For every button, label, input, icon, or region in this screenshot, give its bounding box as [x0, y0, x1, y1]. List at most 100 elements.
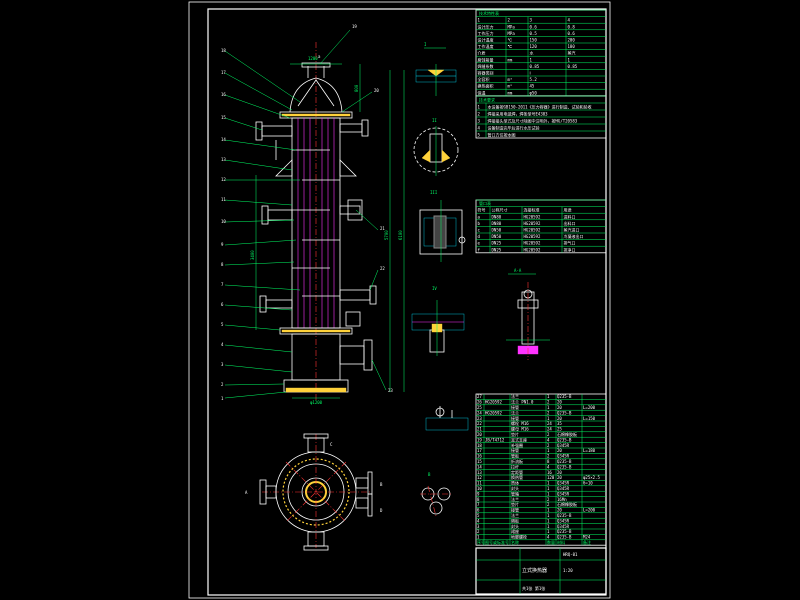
parts-cell-text: 20 [557, 508, 562, 513]
support-detail [425, 406, 469, 431]
parts-cell-text: 2 [547, 502, 550, 507]
parts-cell-text: 法兰 [511, 512, 519, 518]
parts-header-text: 备注 [583, 539, 591, 545]
parts-cell-text: 20 [557, 405, 562, 410]
parts-cell-text: 4 [547, 437, 550, 442]
part-label: 18 [221, 48, 226, 53]
table-cell-text: HG20592 [524, 214, 541, 219]
table-cell-text: 工作温度 [478, 43, 494, 49]
table-cell-text: 连接标准 [524, 207, 540, 213]
table-cell-text: HG20592 [524, 221, 541, 226]
parts-cell-text: 螺栓 M16 [511, 420, 529, 426]
support-lug-right [339, 159, 357, 177]
table-cell-text: ℃ [508, 38, 513, 43]
parts-cell-text: 15 [477, 459, 482, 464]
parts-cell-text: 8 [547, 459, 550, 464]
detail-title: B [428, 472, 431, 477]
parts-cell-text: 管箱 [511, 490, 519, 496]
parts-cell-text: 6 [477, 508, 480, 513]
parts-cell-text: Q235-B [557, 513, 572, 518]
plan-label: C [330, 442, 333, 447]
table-cell-text: HG20592 [524, 241, 541, 246]
table-cell-text: 3 [478, 119, 481, 124]
parts-cell-text: 垫片 [511, 431, 519, 437]
parts-cell-text: 20 [557, 475, 562, 480]
parts-cell-text: 120 [547, 475, 555, 480]
parts-cell-text: 8 [477, 497, 480, 502]
parts-cell-text: 1 [547, 481, 550, 486]
top-gasket [281, 113, 351, 117]
parts-cell-text: Q345R [557, 491, 570, 496]
table-cell-text: 全容积 [478, 76, 490, 82]
table-cell-text: 蒸汽 [568, 50, 576, 56]
table-cell-text: 本设备按GB150-2011《压力容器》进行制造、试验和验收 [488, 104, 592, 110]
parts-cell-text: 5 [477, 513, 480, 518]
part-label: 1 [221, 396, 224, 401]
table-cell-text: c [478, 228, 481, 233]
nozzle-left-lower [259, 295, 293, 313]
table-cell-text: 焊缝系数 [478, 63, 494, 69]
part-label: 11 [221, 197, 226, 202]
table-cell-text: mm [508, 90, 513, 95]
plan-label: A [245, 490, 248, 495]
parts-cell-text: 21 [477, 427, 482, 432]
drawing-scale: 1:20 [563, 568, 573, 573]
part-label: 23 [388, 388, 393, 393]
support-lug-left [275, 159, 293, 177]
table-cell-text: 蒸汽进口 [564, 227, 580, 233]
parts-cell-text: 法兰 [511, 496, 519, 502]
table-cell-text: 用途 [564, 207, 572, 213]
table-cell-text: 150 [530, 38, 538, 43]
parts-cell-text: 1 [547, 405, 550, 410]
table-cell-text: 0.6 [530, 24, 538, 29]
detail-title: I [424, 42, 427, 47]
parts-cell-text: 管板 [511, 453, 519, 459]
nozzle-orientation-plan: A B C D [245, 433, 383, 551]
part-label: 16 [221, 92, 226, 97]
parts-cell-text: 24 [547, 427, 552, 432]
parts-cell-text: 25 [557, 427, 562, 432]
table-cell-text: 3 [530, 18, 533, 23]
parts-cell-text: Q235-B [557, 464, 572, 469]
table-cell-text: 排气口 [564, 240, 576, 246]
parts-cell-text: 法兰 PN1.0 [511, 399, 534, 405]
table-cell-text: 管口方位按本图 [488, 132, 516, 138]
parts-cell-text: 1 [547, 508, 550, 513]
parts-cell-text: 20 [557, 448, 562, 453]
parts-cell-text: 17 [477, 448, 482, 453]
parts-cell-text: 24 [477, 410, 482, 415]
parts-cell-text: Q235-B [557, 437, 572, 442]
parts-cell-text: 20 [477, 432, 482, 437]
parts-cell-text: 拉杆 [511, 463, 519, 469]
bottom-gasket [281, 329, 351, 333]
parts-cell-text: 20 [557, 416, 562, 421]
parts-cell-text: 封头 [511, 523, 519, 529]
table-cell-text: 设备制造完毕后进行水压试验 [488, 125, 540, 131]
part-label: 4 [221, 342, 224, 347]
table-cell-text: d [478, 234, 481, 239]
vessel-elevation-view [224, 29, 405, 400]
outer-frame [188, 1, 611, 599]
parts-cell-text: 折流板 [511, 458, 523, 464]
parts-cell-text: 4 [547, 464, 550, 469]
drawing-title: 立式换热器 [522, 567, 547, 574]
parts-cell-text: 2 [547, 454, 550, 459]
table-cell-text: 180 [568, 44, 576, 49]
parts-cell-text: 接管 [511, 447, 519, 453]
table-cell-text: MPa [508, 31, 516, 36]
part-label: 8 [221, 262, 224, 267]
parts-cell-text: 23 [477, 416, 482, 421]
table-cell-text: HG20592 [524, 228, 541, 233]
nozzle-table-header: 管口表 [479, 200, 491, 206]
table-cell-text: Ⅰ [530, 71, 531, 76]
table-cell-text: 200 [568, 38, 576, 43]
nozzle-right-lower [339, 285, 377, 327]
part-label: 14 [221, 137, 226, 142]
parts-cell-text: 2 [477, 529, 480, 534]
table-cell-text: 介质 [478, 50, 486, 56]
table-cell-text: 2 [508, 18, 511, 23]
parts-cell-text: 1 [547, 529, 550, 534]
table-cell-text: MPa [508, 24, 516, 29]
parts-cell-text: 19 [477, 437, 482, 442]
table-cell-text: m² [508, 84, 513, 89]
